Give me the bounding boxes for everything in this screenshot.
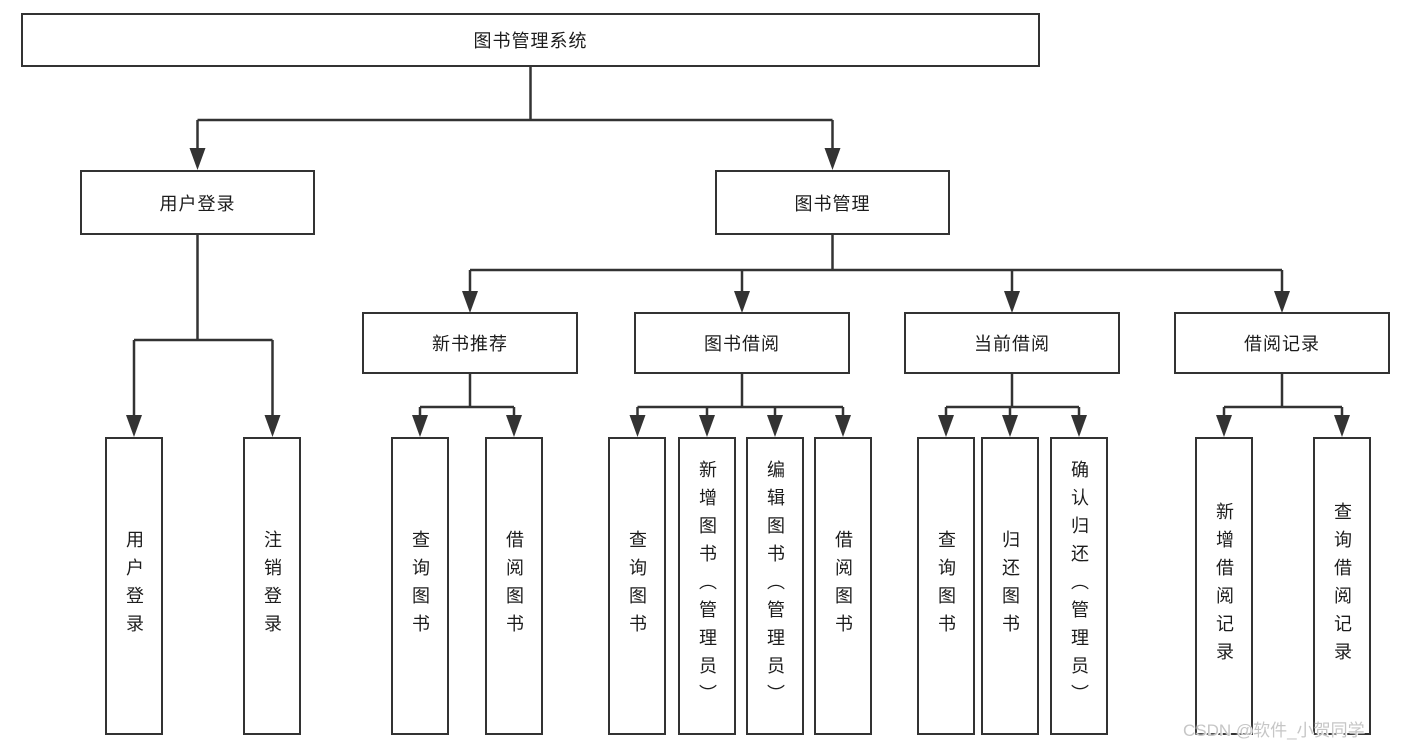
arrow-down-icon	[734, 291, 750, 313]
leaf-query-books-recommend: 查询图书	[391, 437, 449, 735]
leaf-label: 新增图书（管理员）	[697, 460, 717, 712]
leaf-label: 编辑图书（管理员）	[765, 460, 785, 712]
leaf-add-borrow-record: 新增借阅记录	[1195, 437, 1253, 735]
arrow-down-icon	[126, 415, 142, 437]
arrow-down-icon	[767, 415, 783, 437]
leaf-label: 借阅图书	[833, 530, 853, 642]
arrow-down-icon	[699, 415, 715, 437]
leaf-borrow-books-recommend: 借阅图书	[485, 437, 543, 735]
node-book-borrowing: 图书借阅	[634, 312, 850, 374]
arrow-down-icon	[1274, 291, 1290, 313]
node-label: 用户登录	[159, 193, 236, 214]
arrow-down-icon	[1216, 415, 1232, 437]
node-label: 新书推荐	[432, 334, 508, 354]
arrow-down-icon	[412, 415, 428, 437]
leaf-return-books: 归还图书	[981, 437, 1039, 735]
node-label: 图书管理系统	[473, 31, 588, 51]
arrow-down-icon	[189, 148, 206, 170]
leaf-label: 确认归还（管理员）	[1069, 460, 1089, 712]
leaf-user-login: 用户登录	[105, 437, 163, 735]
csdn-watermark: CSDN @软件_小贺同学	[1183, 721, 1365, 740]
arrow-down-icon	[629, 415, 646, 437]
node-new-book-recommendation: 新书推荐	[362, 312, 578, 374]
leaf-label: 查询图书	[627, 530, 647, 642]
node-library-management-system: 图书管理系统	[21, 13, 1040, 67]
leaf-edit-books-admin: 编辑图书（管理员）	[746, 437, 804, 735]
node-label: 图书管理	[794, 193, 871, 214]
node-label: 当前借阅	[974, 334, 1050, 354]
node-label: 借阅记录	[1244, 334, 1320, 354]
arrow-down-icon	[506, 415, 522, 437]
arrow-down-icon	[1004, 291, 1020, 313]
arrowheads	[126, 148, 1350, 437]
node-label: 图书借阅	[704, 334, 780, 354]
node-current-borrowing: 当前借阅	[904, 312, 1120, 374]
leaf-label: 归还图书	[1000, 530, 1020, 642]
leaf-add-books-admin: 新增图书（管理员）	[678, 437, 736, 735]
arrow-down-icon	[835, 415, 851, 437]
arrow-down-icon	[462, 291, 478, 313]
leaf-borrow-books-borrowing: 借阅图书	[814, 437, 872, 735]
leaf-query-books-borrowing: 查询图书	[608, 437, 666, 735]
leaf-label: 注销登录	[262, 530, 282, 642]
leaf-label: 查询图书	[936, 530, 956, 642]
node-borrowing-records: 借阅记录	[1174, 312, 1390, 374]
leaf-label: 用户登录	[124, 530, 144, 642]
leaf-confirm-return-admin: 确认归还（管理员）	[1050, 437, 1108, 735]
leaf-label: 新增借阅记录	[1214, 502, 1234, 670]
leaf-label: 查询图书	[410, 530, 430, 642]
leaf-query-borrow-record: 查询借阅记录	[1313, 437, 1371, 735]
node-book-management: 图书管理	[715, 170, 950, 235]
arrow-down-icon	[1334, 415, 1350, 437]
arrow-down-icon	[824, 148, 841, 170]
leaf-label: 借阅图书	[504, 530, 524, 642]
leaf-label: 查询借阅记录	[1332, 502, 1352, 670]
arrow-down-icon	[1071, 415, 1087, 437]
arrow-down-icon	[264, 415, 281, 437]
leaf-logout: 注销登录	[243, 437, 301, 735]
leaf-query-books-current: 查询图书	[917, 437, 975, 735]
arrow-down-icon	[1002, 415, 1018, 437]
arrow-down-icon	[938, 415, 954, 437]
node-user-login: 用户登录	[80, 170, 315, 235]
